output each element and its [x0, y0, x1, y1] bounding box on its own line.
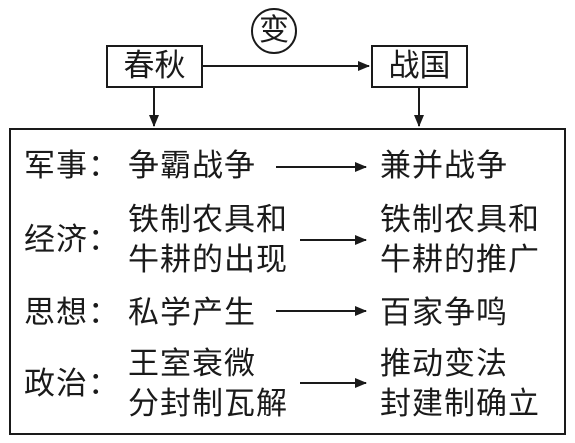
warring-states-economy-line-1: 铁制农具和: [380, 202, 540, 238]
warring-states-economy-line-2: 牛耕的推广: [380, 242, 540, 278]
category-label-thought: 思想：: [24, 295, 120, 331]
warring-states-box: 战国: [371, 45, 468, 88]
category-label-economy: 经济：: [24, 222, 120, 258]
spring-autumn-politics-line-2: 分封制瓦解: [128, 386, 288, 422]
warring-states-politics-line-2: 封建制确立: [380, 386, 540, 422]
warring-states-thought: 百家争鸣: [380, 295, 508, 331]
spring-autumn-military: 争霸战争: [128, 148, 256, 184]
change-badge: 变: [251, 8, 297, 54]
spring-autumn-economy-line-1: 铁制农具和: [128, 202, 288, 238]
spring-autumn-thought: 私学产生: [128, 295, 256, 331]
warring-states-military: 兼并战争: [380, 148, 508, 184]
comparison-panel: [9, 128, 566, 435]
category-label-politics: 政治：: [24, 366, 120, 402]
category-label-military: 军事：: [24, 148, 120, 184]
spring-autumn-box: 春秋: [106, 45, 203, 88]
warring-states-politics-line-1: 推动变法: [380, 346, 508, 382]
spring-autumn-economy-line-2: 牛耕的出现: [128, 242, 288, 278]
spring-autumn-politics-line-1: 王室衰微: [128, 346, 256, 382]
